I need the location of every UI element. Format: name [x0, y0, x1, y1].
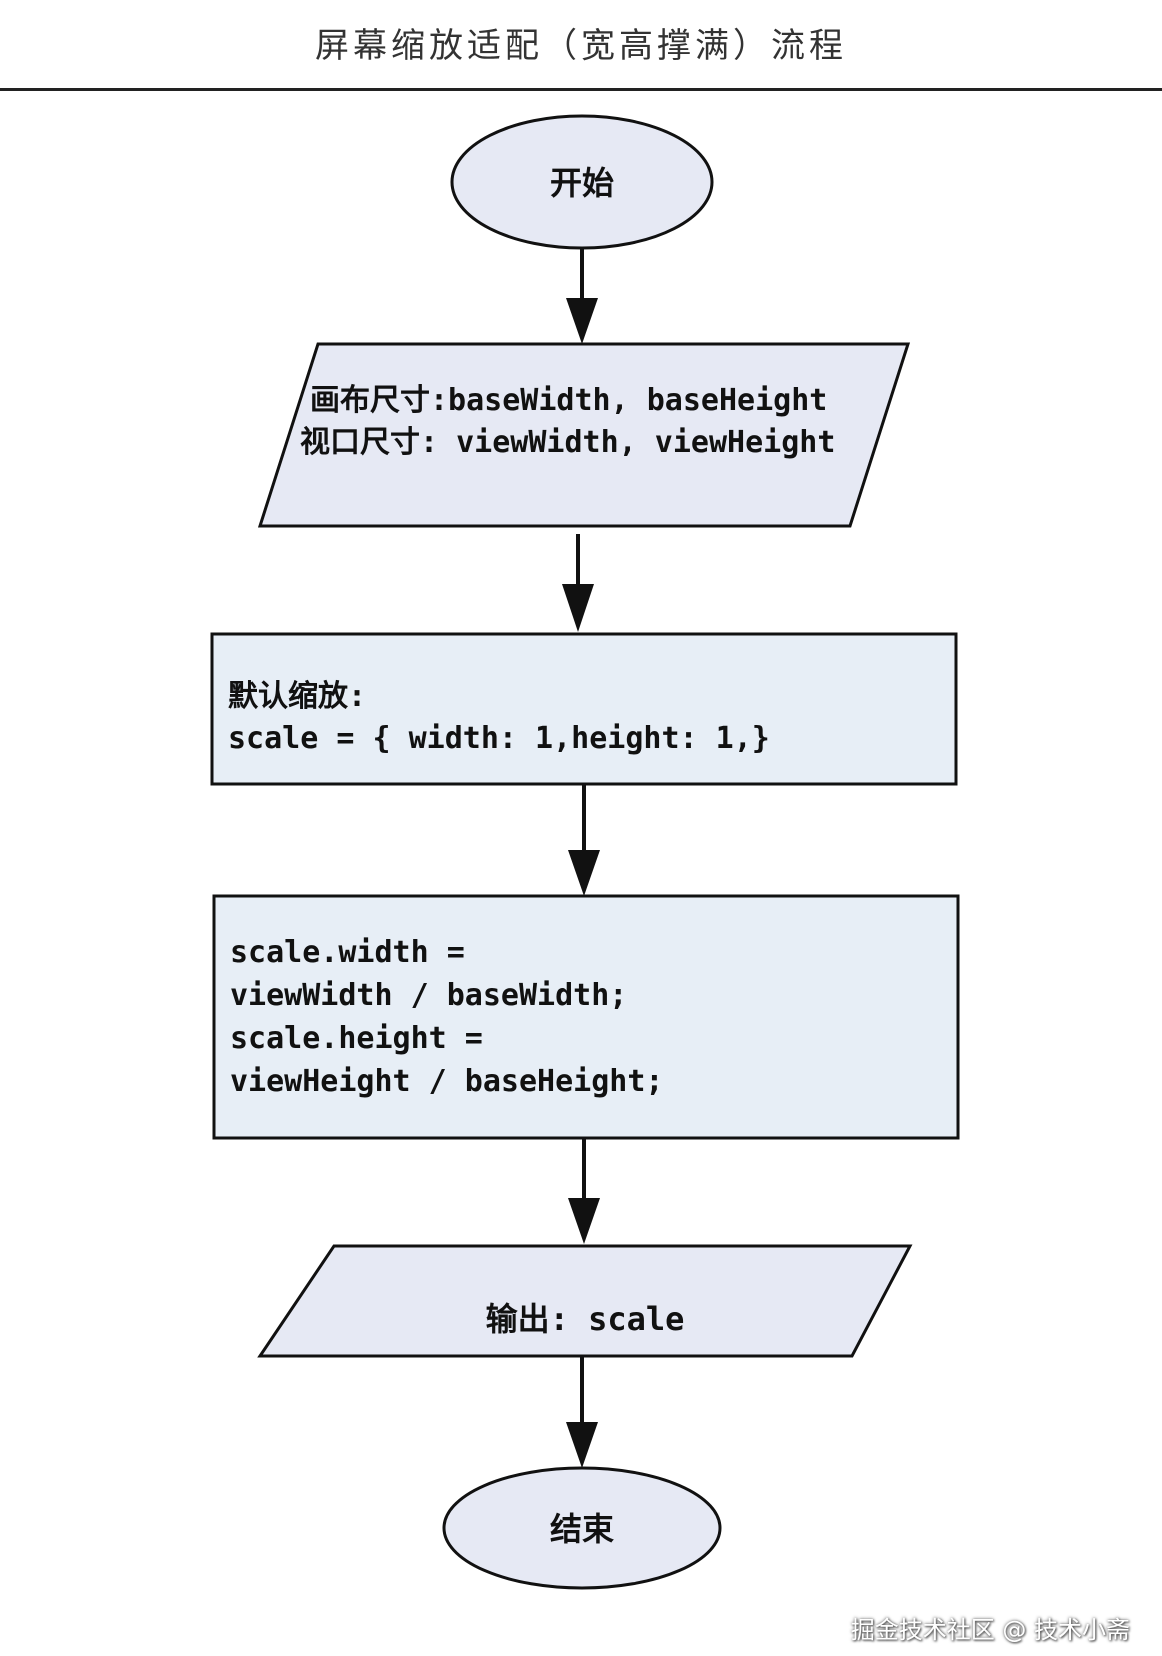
- input-node-line1: 画布尺寸:baseWidth, baseHeight: [310, 383, 827, 418]
- arrow-start-to-input: [566, 248, 598, 344]
- compute-line4: viewHeight / baseHeight;: [230, 1064, 663, 1099]
- arrow-input-to-default: [562, 534, 594, 632]
- end-node-label: 结束: [550, 1510, 614, 1548]
- arrow-output-to-end: [566, 1356, 598, 1468]
- start-node: 开始: [450, 114, 714, 250]
- diagram-title: 屏幕缩放适配（宽高撑满）流程: [315, 26, 847, 66]
- input-node-line2: 视口尺寸: viewWidth, viewHeight: [300, 425, 835, 460]
- arrow-compute-to-output: [568, 1138, 600, 1244]
- compute-line3: scale.height =: [230, 1021, 483, 1056]
- title-divider: [0, 88, 1162, 91]
- default-scale-node: 默认缩放: scale = { width: 1,height: 1,}: [210, 632, 958, 786]
- output-node: 输出: scale: [257, 1244, 913, 1358]
- compute-line1: scale.width =: [230, 935, 465, 970]
- output-node-label: 输出: scale: [486, 1300, 685, 1338]
- arrow-default-to-compute: [568, 784, 600, 896]
- default-scale-line1: 默认缩放:: [228, 679, 366, 714]
- watermark-text: 掘金技术社区 @ 技术小斋: [850, 1616, 1130, 1644]
- start-node-label: 开始: [550, 164, 614, 202]
- end-node: 结束: [442, 1466, 722, 1590]
- default-scale-line2: scale = { width: 1,height: 1,}: [228, 721, 770, 756]
- input-node: 画布尺寸:baseWidth, baseHeight 视口尺寸: viewWid…: [257, 342, 911, 528]
- compute-line2: viewWidth / baseWidth;: [230, 978, 627, 1013]
- compute-node: scale.width = viewWidth / baseWidth; sca…: [212, 894, 960, 1140]
